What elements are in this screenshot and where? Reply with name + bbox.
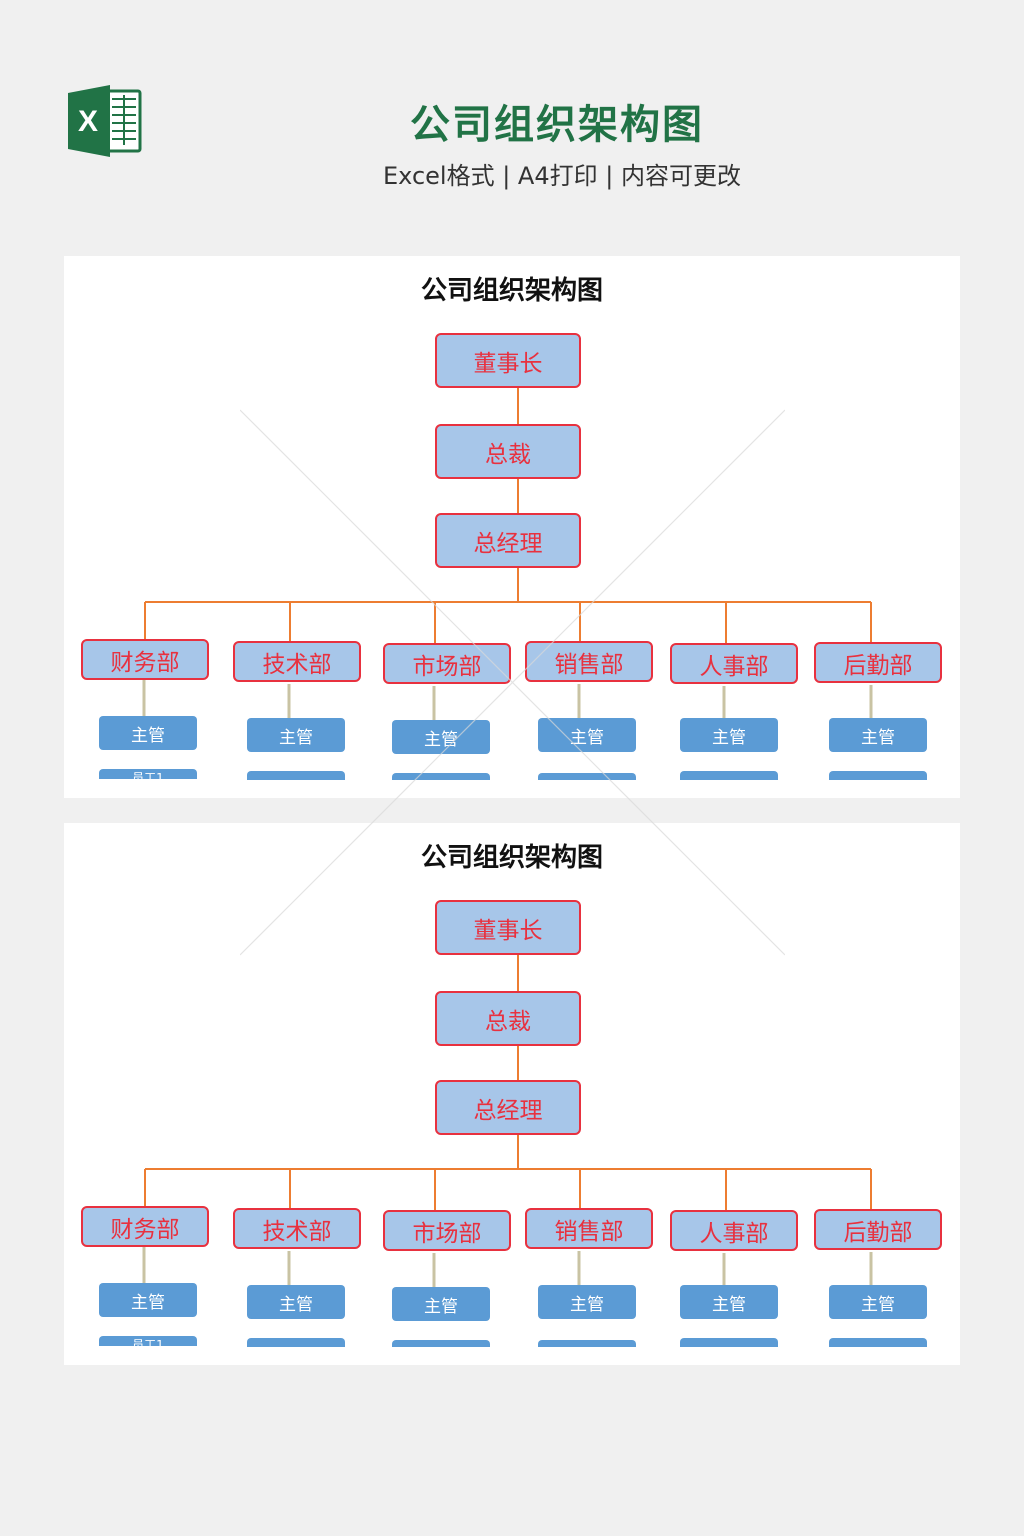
org-chart-panel-2: 公司组织架构图 董事长 总裁 总经理 财务部 技术部 市场部 销售部 人事部 后…	[64, 823, 960, 1365]
page-title: 公司组织架构图	[410, 102, 704, 148]
node-employee-cut	[829, 771, 927, 781]
node-employee-cut	[392, 1340, 490, 1350]
node-supervisor: 主管	[247, 718, 345, 752]
panel-bottom-margin	[64, 1347, 960, 1365]
node-employee-cut	[680, 1338, 778, 1348]
panel-bottom-margin	[64, 780, 960, 798]
node-supervisor: 主管	[392, 1287, 490, 1321]
node-dept-logistics: 后勤部	[814, 642, 942, 683]
node-dept-tech: 技术部	[233, 1208, 361, 1249]
node-employee-cut: 员工1	[99, 769, 197, 779]
node-supervisor: 主管	[680, 718, 778, 752]
node-dept-marketing: 市场部	[383, 1210, 511, 1251]
node-supervisor: 主管	[680, 1285, 778, 1319]
node-dept-finance: 财务部	[81, 639, 209, 680]
node-supervisor: 主管	[392, 720, 490, 754]
node-employee-cut	[538, 1340, 636, 1350]
node-employee-cut	[247, 1338, 345, 1348]
chart-title: 公司组织架构图	[420, 276, 603, 306]
node-president: 总裁	[435, 991, 581, 1046]
excel-icon: X	[68, 85, 142, 157]
node-dept-marketing: 市场部	[383, 643, 511, 684]
node-supervisor: 主管	[829, 1285, 927, 1319]
node-dept-tech: 技术部	[233, 641, 361, 682]
node-supervisor: 主管	[99, 716, 197, 750]
node-dept-hr: 人事部	[670, 1210, 798, 1251]
node-general-manager: 总经理	[435, 513, 581, 568]
node-employee-cut: 员工1	[99, 1336, 197, 1346]
node-supervisor: 主管	[538, 718, 636, 752]
node-supervisor: 主管	[99, 1283, 197, 1317]
node-dept-finance: 财务部	[81, 1206, 209, 1247]
excel-logo-letter: X	[78, 105, 98, 138]
node-employee-cut	[829, 1338, 927, 1348]
node-dept-logistics: 后勤部	[814, 1209, 942, 1250]
org-chart-panel-1: 公司组织架构图 董事长 总裁 总经理 财务部 技术部 市场部 销售部 人事部 后…	[64, 256, 960, 798]
node-president: 总裁	[435, 424, 581, 479]
node-supervisor: 主管	[538, 1285, 636, 1319]
connector-lines	[142, 955, 873, 1287]
node-chairman: 董事长	[435, 900, 581, 955]
page-subtitle: Excel格式 | A4打印 | 内容可更改	[383, 162, 741, 190]
node-supervisor: 主管	[829, 718, 927, 752]
node-general-manager: 总经理	[435, 1080, 581, 1135]
node-dept-sales: 销售部	[525, 641, 653, 682]
node-supervisor: 主管	[247, 1285, 345, 1319]
node-chairman: 董事长	[435, 333, 581, 388]
node-dept-sales: 销售部	[525, 1208, 653, 1249]
node-dept-hr: 人事部	[670, 643, 798, 684]
